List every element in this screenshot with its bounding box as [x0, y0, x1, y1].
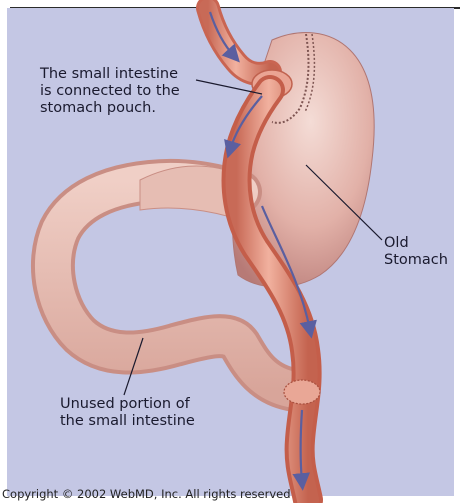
label-unused-portion: Unused portion of the small intestine — [60, 396, 195, 430]
label-line: Stomach — [384, 252, 448, 269]
copyright-notice: Copyright © 2002 WebMD, Inc. All rights … — [0, 487, 460, 501]
label-line: is connected to the — [40, 83, 180, 100]
anastomosis-junction — [284, 380, 320, 404]
label-line: Old — [384, 235, 448, 252]
label-old-stomach: Old Stomach — [384, 235, 448, 269]
label-line: Unused portion of — [60, 396, 195, 413]
label-small-intestine-connected: The small intestine is connected to the … — [40, 66, 180, 117]
label-line: the small intestine — [60, 413, 195, 430]
label-line: The small intestine — [40, 66, 180, 83]
label-line: stomach pouch. — [40, 100, 180, 117]
